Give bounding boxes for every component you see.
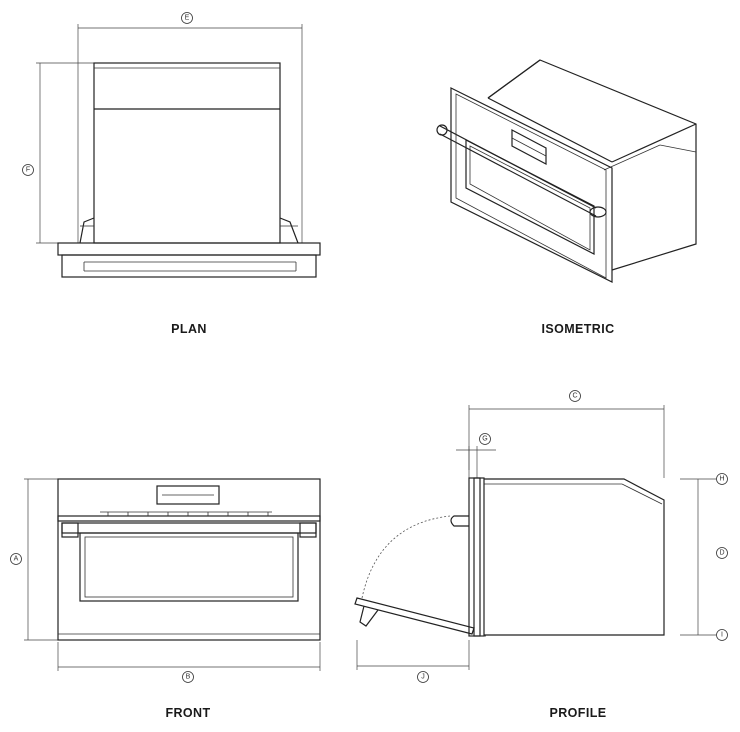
plan-view: E F bbox=[22, 12, 321, 278]
profile-caption: PROFILE bbox=[549, 706, 607, 720]
dimension-i-marker bbox=[716, 629, 728, 641]
dimension-a-marker bbox=[10, 553, 22, 565]
profile-view: C G H D I J bbox=[354, 390, 728, 683]
isometric-view bbox=[436, 59, 697, 283]
plan-caption: PLAN bbox=[171, 322, 207, 336]
dimension-d-label: D bbox=[719, 550, 724, 557]
dimension-f-label: F bbox=[26, 167, 30, 174]
dimension-j-marker bbox=[417, 671, 429, 683]
dimension-g-label: G bbox=[482, 436, 487, 443]
dimension-h-label: H bbox=[719, 476, 724, 483]
dimension-a-label: A bbox=[14, 556, 19, 563]
dimension-e-marker bbox=[181, 12, 193, 24]
dimension-g-marker bbox=[479, 433, 491, 445]
dimension-b-label: B bbox=[186, 674, 191, 681]
dimension-d-marker bbox=[716, 547, 728, 559]
isometric-caption: ISOMETRIC bbox=[541, 322, 615, 336]
dimension-h-marker bbox=[716, 473, 728, 485]
dimension-e-label: E bbox=[185, 15, 190, 22]
front-caption: FRONT bbox=[165, 706, 211, 720]
dimension-c-label: C bbox=[572, 393, 577, 400]
dimension-j-label: J bbox=[421, 674, 425, 681]
dimension-i-label: I bbox=[721, 632, 723, 639]
front-view: A B bbox=[10, 478, 321, 683]
dimension-c-marker bbox=[569, 390, 581, 402]
dimension-f-marker bbox=[22, 164, 34, 176]
dimension-b-marker bbox=[182, 671, 194, 683]
